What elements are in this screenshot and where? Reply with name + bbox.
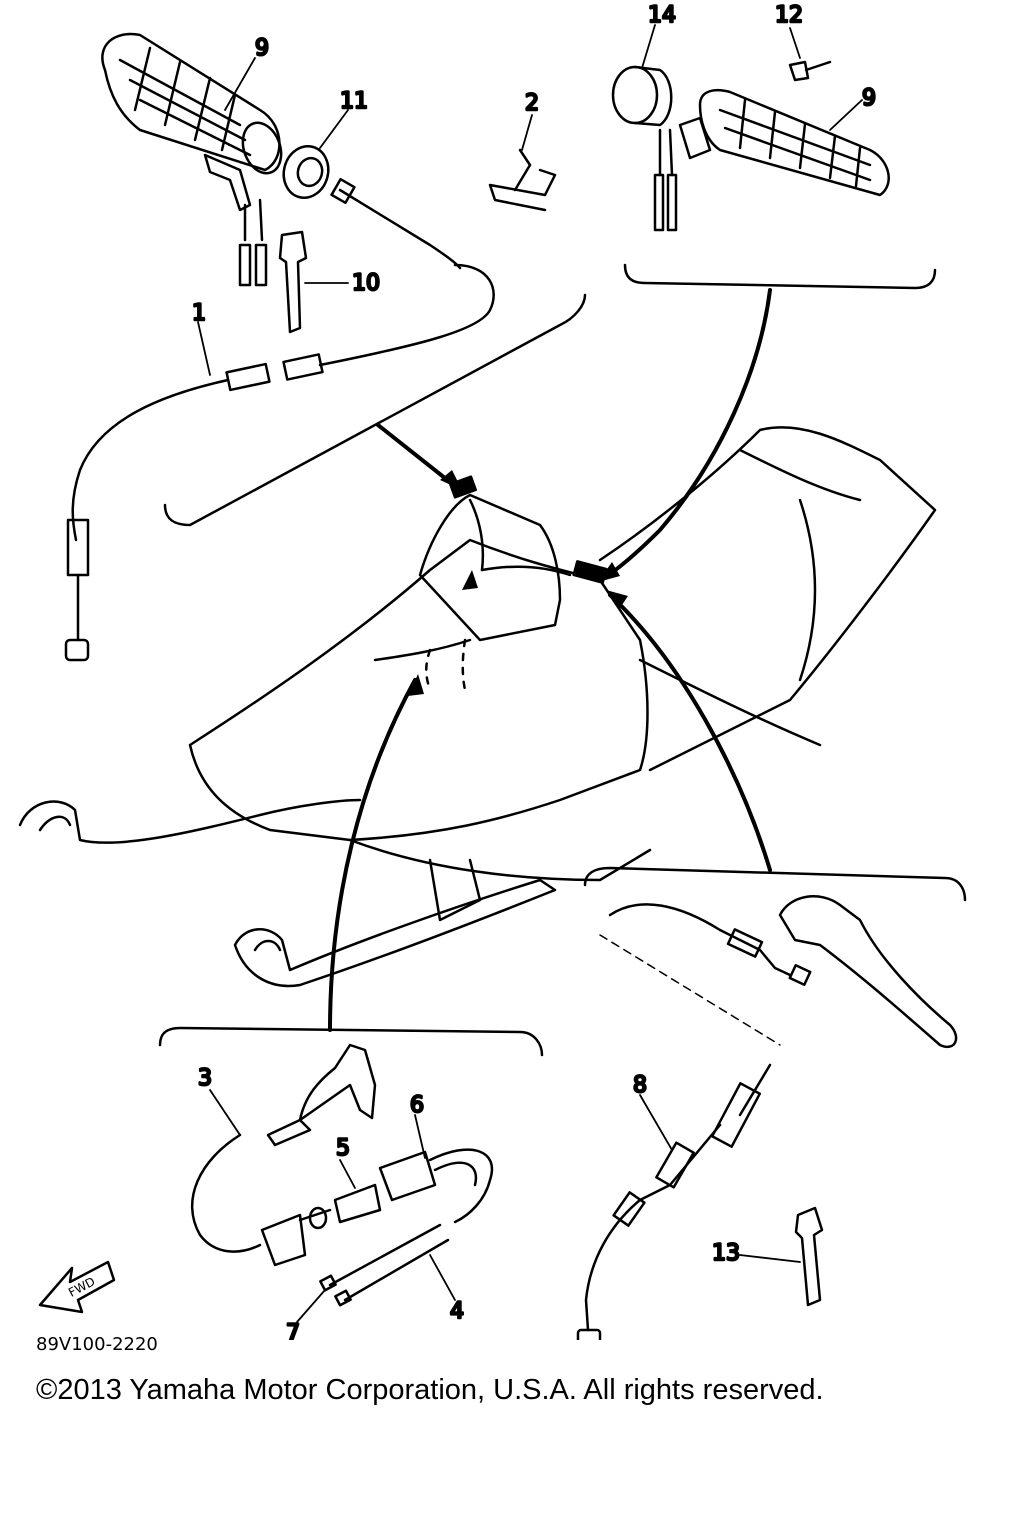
location-arrows bbox=[328, 288, 772, 1032]
diagram-reference-code: 89V100-2220 bbox=[36, 1334, 158, 1355]
cable-clip bbox=[488, 148, 557, 212]
part-label-6: 6 bbox=[410, 1093, 424, 1118]
part-label-4: 4 bbox=[450, 1299, 464, 1324]
part-label-8: 8 bbox=[633, 1073, 647, 1098]
cable-tie-right bbox=[794, 1206, 824, 1307]
parts-diagram: 9 11 2 14 12 9 10 1 3 6 5 4 7 8 13 FWD bbox=[18, 2, 967, 1340]
throttle-ring bbox=[282, 144, 330, 200]
cable-tie-left bbox=[278, 230, 308, 334]
part-label-14: 14 bbox=[648, 3, 676, 28]
part-label-12: 12 bbox=[775, 3, 803, 28]
right-handlebar-group bbox=[611, 60, 937, 290]
brake-cable bbox=[576, 1063, 772, 1340]
front-ski bbox=[18, 798, 362, 844]
part-label-10: 10 bbox=[352, 271, 380, 296]
part-label-13: 13 bbox=[712, 1241, 740, 1266]
part-label-7: 7 bbox=[286, 1321, 300, 1340]
choke-group bbox=[38, 1026, 544, 1314]
part-label-5: 5 bbox=[336, 1136, 350, 1161]
right-grip bbox=[653, 88, 890, 232]
part-label-11: 11 bbox=[340, 89, 368, 114]
snowmobile-body bbox=[18, 426, 937, 988]
leader-lines bbox=[197, 24, 863, 1323]
throttle-cable bbox=[64, 177, 495, 662]
brake-group bbox=[576, 866, 967, 1340]
left-handlebar-group bbox=[64, 32, 587, 662]
part-label-2: 2 bbox=[525, 91, 539, 116]
copyright-notice: ©2013 Yamaha Motor Corporation, U.S.A. A… bbox=[36, 1374, 824, 1406]
part-label-1: 1 bbox=[192, 301, 206, 326]
part-label-3: 3 bbox=[198, 1066, 212, 1091]
grip-end bbox=[611, 65, 673, 127]
rear-ski bbox=[233, 878, 557, 988]
screw bbox=[788, 60, 832, 82]
part-label-9-right: 9 bbox=[862, 86, 876, 111]
fwd-arrow bbox=[38, 1260, 116, 1314]
left-grip bbox=[101, 32, 283, 287]
part-label-9-left: 9 bbox=[255, 36, 269, 61]
